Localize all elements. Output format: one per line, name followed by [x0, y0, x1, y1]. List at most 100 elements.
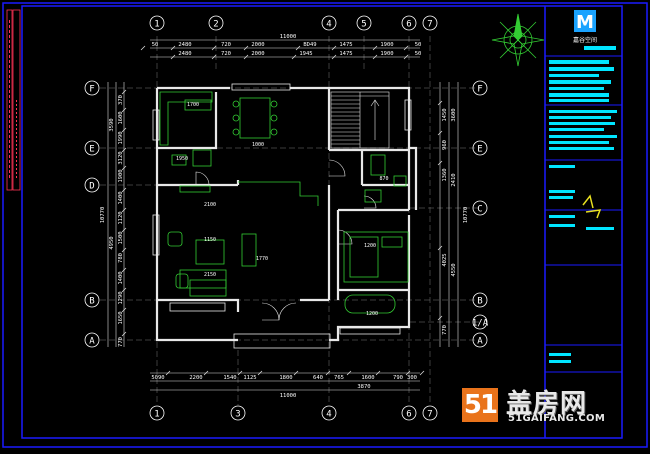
dim-bottom-total: 11000: [280, 393, 297, 399]
dimension-tick: [437, 245, 443, 251]
axis-right-2-bubble: [472, 200, 488, 216]
axis-bottom-6-label: 6: [406, 410, 411, 420]
axis-right-4-bubble: [472, 314, 488, 330]
axis-left-B-bubble: [84, 292, 100, 308]
dimension-tick: [121, 267, 127, 273]
dimension-tick: [121, 147, 127, 153]
axis-top-5-label: 5: [361, 20, 366, 30]
axis-right-1-label: E: [477, 145, 482, 155]
dimension-label: 720: [221, 51, 231, 57]
furniture: [159, 91, 409, 314]
dimension-tick: [372, 54, 378, 60]
axis-left-E-label: E: [89, 145, 94, 155]
dimension-label: 1400: [118, 271, 124, 284]
dimension-label: 3600: [451, 108, 457, 121]
dimension-label: 1475: [339, 51, 352, 57]
dimension-tick: [291, 54, 297, 60]
axis-top-7-label: 7: [427, 20, 432, 30]
dimension-label: 4025: [442, 253, 448, 266]
dimension-label: 770: [118, 337, 124, 347]
staircase: [330, 91, 390, 149]
walls: [155, 86, 418, 342]
dimension-tick: [170, 45, 176, 51]
dimension-label: 640: [313, 375, 323, 381]
dimension-label: 1900: [380, 51, 393, 57]
room-dimension: 2100: [204, 202, 216, 208]
axis-bottom-4-label: 4: [326, 410, 331, 420]
dimension-label: 1650: [118, 311, 124, 324]
dimension-label: 370: [118, 95, 124, 105]
dimension-tick: [121, 331, 127, 337]
dimension-tick: [346, 370, 352, 376]
dimension-label: 1945: [299, 51, 312, 57]
dimension-label: 1125: [243, 375, 256, 381]
dimension-tick: [243, 45, 249, 51]
dimension-tick: [331, 45, 337, 51]
dimension-label: 780: [118, 253, 124, 263]
dimension-label: 1900: [118, 169, 124, 182]
dimension-tick: [170, 54, 176, 60]
room-dimension: 1950: [176, 156, 188, 162]
axis-right-1-bubble: [472, 140, 488, 156]
axis-bottom-3-bubble: [230, 405, 246, 421]
room-dimension: 1200: [366, 311, 378, 317]
dimension-tick: [403, 45, 409, 51]
room-dimension: 1000: [252, 142, 264, 148]
dimension-tick: [165, 370, 171, 376]
axis-top-7-bubble: [422, 15, 438, 31]
dimension-tick: [257, 370, 263, 376]
axis-right-3-bubble: [472, 292, 488, 308]
axis-bottom-6-bubble: [401, 405, 417, 421]
axis-bottom-3-label: 3: [235, 410, 240, 420]
axis-top-6-label: 6: [406, 20, 411, 30]
dimension-tick: [403, 54, 409, 60]
axis-right-5-label: A: [477, 337, 483, 347]
dimension-tick: [211, 54, 217, 60]
title-block: M 嘉谷空间: [545, 10, 622, 373]
axis-bottom-4-bubble: [321, 405, 337, 421]
doors: [195, 159, 377, 321]
axis-top-4-bubble: [321, 15, 337, 31]
dimension-label: 3590: [109, 118, 115, 131]
axis-bottom-7-bubble: [422, 405, 438, 421]
dimension-tick: [140, 45, 146, 51]
room-dimension: 870: [379, 176, 388, 182]
dimension-tick: [121, 207, 127, 213]
dimension-label: 1600: [361, 375, 374, 381]
dimension-label: 4550: [451, 263, 457, 276]
dimension-label: 765: [334, 375, 344, 381]
dimension-label: 2000: [251, 42, 264, 48]
axis-left-B-label: B: [89, 297, 94, 307]
axis-bottom-1-label: 1: [154, 410, 159, 420]
dimension-label: 50: [415, 42, 422, 48]
room-dimension: 2150: [204, 272, 216, 278]
windows: [152, 83, 412, 349]
room-dimension: 1200: [364, 243, 376, 249]
dimension-tick: [237, 370, 243, 376]
title-logo: M: [576, 12, 594, 33]
dim-left-total: 10770: [100, 207, 106, 224]
dimension-label: 1290: [118, 291, 124, 304]
watermark-number: 51: [462, 388, 498, 422]
dimension-lines: [107, 39, 459, 391]
axis-top-2-label: 2: [213, 20, 218, 30]
dimension-tick: [121, 307, 127, 313]
dimension-tick: [121, 247, 127, 253]
axis-right-3-label: B: [477, 297, 482, 307]
dimension-tick: [331, 54, 337, 60]
dimension-label: 5090: [151, 375, 164, 381]
axis-top-1-bubble: [149, 15, 165, 31]
dimension-label: 1900: [380, 42, 393, 48]
axis-left-A-label: A: [89, 337, 95, 347]
dimension-label: 720: [221, 42, 231, 48]
room-dimension: 1700: [187, 102, 199, 108]
axis-right-5-bubble: [472, 332, 488, 348]
dimension-tick: [293, 370, 299, 376]
dimension-label: 1540: [223, 375, 236, 381]
dimension-tick: [375, 370, 381, 376]
dimension-label: 2480: [178, 42, 191, 48]
dimension-tick: [437, 100, 443, 106]
